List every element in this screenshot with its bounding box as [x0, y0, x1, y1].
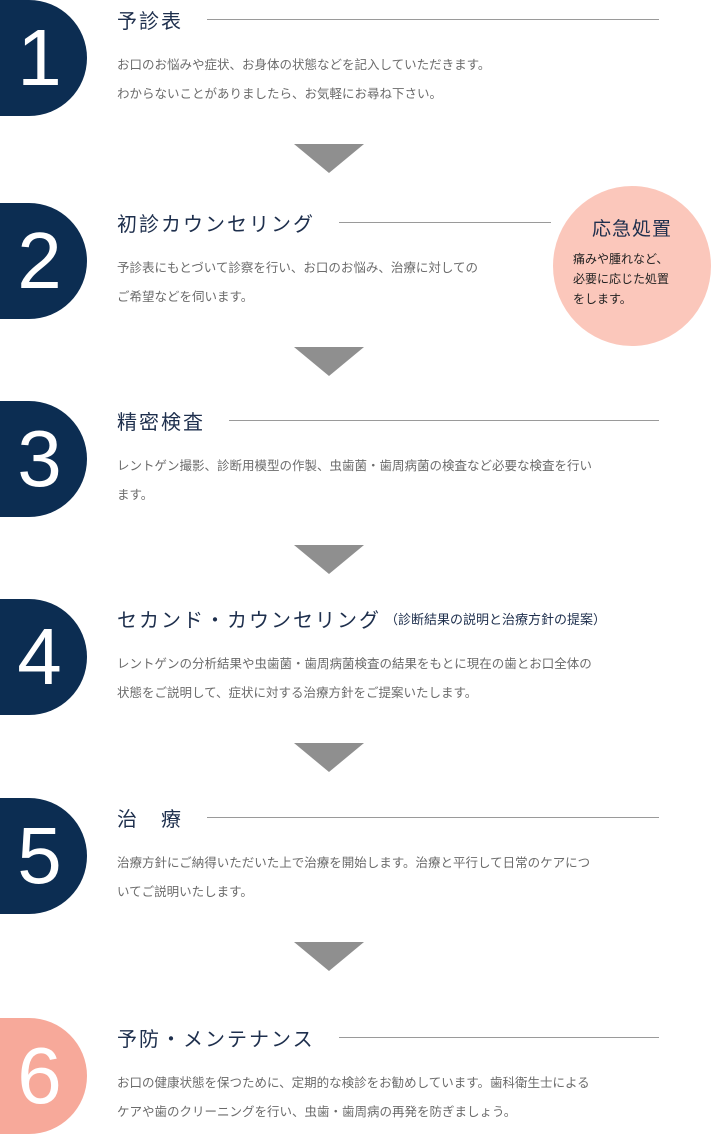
step-heading: 精密検査 [117, 406, 659, 435]
step-description: 治療方針にご納得いただいた上で治療を開始します。治療と平行して日常のケアにつ い… [117, 855, 591, 899]
heading-rule [338, 1037, 659, 1038]
step-number-badge: 6 [0, 1018, 87, 1134]
step-title: 精密検査 [117, 410, 205, 434]
step-title: 初診カウンセリング [117, 212, 315, 236]
heading-rule [339, 222, 551, 223]
step-number-badge: 2 [0, 203, 87, 319]
step-number-badge: 3 [0, 401, 87, 517]
step-title-note: （診断結果の説明と治療方針の提案） [385, 613, 607, 628]
step-title: 予防・メンテナンス [117, 1027, 315, 1051]
step-title: セカンド・カウンセリング [117, 608, 381, 632]
step-heading: セカンド・カウンセリング （診断結果の説明と治療方針の提案） [117, 604, 659, 633]
step-description: レントゲンの分析結果や虫歯菌・歯周病菌検査の結果をもとに現在の歯とお口全体の 状… [117, 656, 592, 700]
down-arrow-icon [294, 347, 364, 376]
step-title: 予診表 [117, 9, 183, 33]
emergency-title: 応急処置 [591, 218, 672, 240]
down-arrow-icon [294, 743, 364, 772]
step-description: 予診表にもとづいて診察を行い、お口のお悩み、治療に対しての ご希望などを伺います… [117, 260, 479, 304]
heading-rule [207, 19, 659, 20]
step-number-badge: 5 [0, 798, 87, 914]
down-arrow-icon [294, 144, 364, 173]
step-heading: 予防・メンテナンス [117, 1023, 659, 1052]
step-description: レントゲン撮影、診断用模型の作製、虫歯菌・歯周病菌の検査など必要な検査を行い ま… [117, 458, 593, 502]
step-description: お口の健康状態を保つために、定期的な検診をお勧めしています。歯科衛生士による ケ… [117, 1075, 590, 1119]
down-arrow-icon [294, 545, 364, 574]
step-heading: 初診カウンセリング [117, 208, 551, 237]
emergency-care-circle: 応急処置 痛みや腫れなど、 必要に応じた処置 をします。 [553, 186, 711, 346]
emergency-description: 痛みや腫れなど、 必要に応じた処置 をします。 [573, 252, 670, 306]
step-title: 治 療 [117, 807, 183, 831]
heading-rule [207, 817, 659, 818]
step-heading: 予診表 [117, 5, 659, 34]
heading-rule [229, 420, 659, 421]
step-number-badge: 4 [0, 599, 87, 715]
down-arrow-icon [294, 942, 364, 971]
step-heading: 治 療 [117, 803, 659, 832]
step-number-badge: 1 [0, 0, 87, 116]
step-description: お口のお悩みや症状、お身体の状態などを記入していただきます。 わからないことがあ… [117, 57, 491, 101]
